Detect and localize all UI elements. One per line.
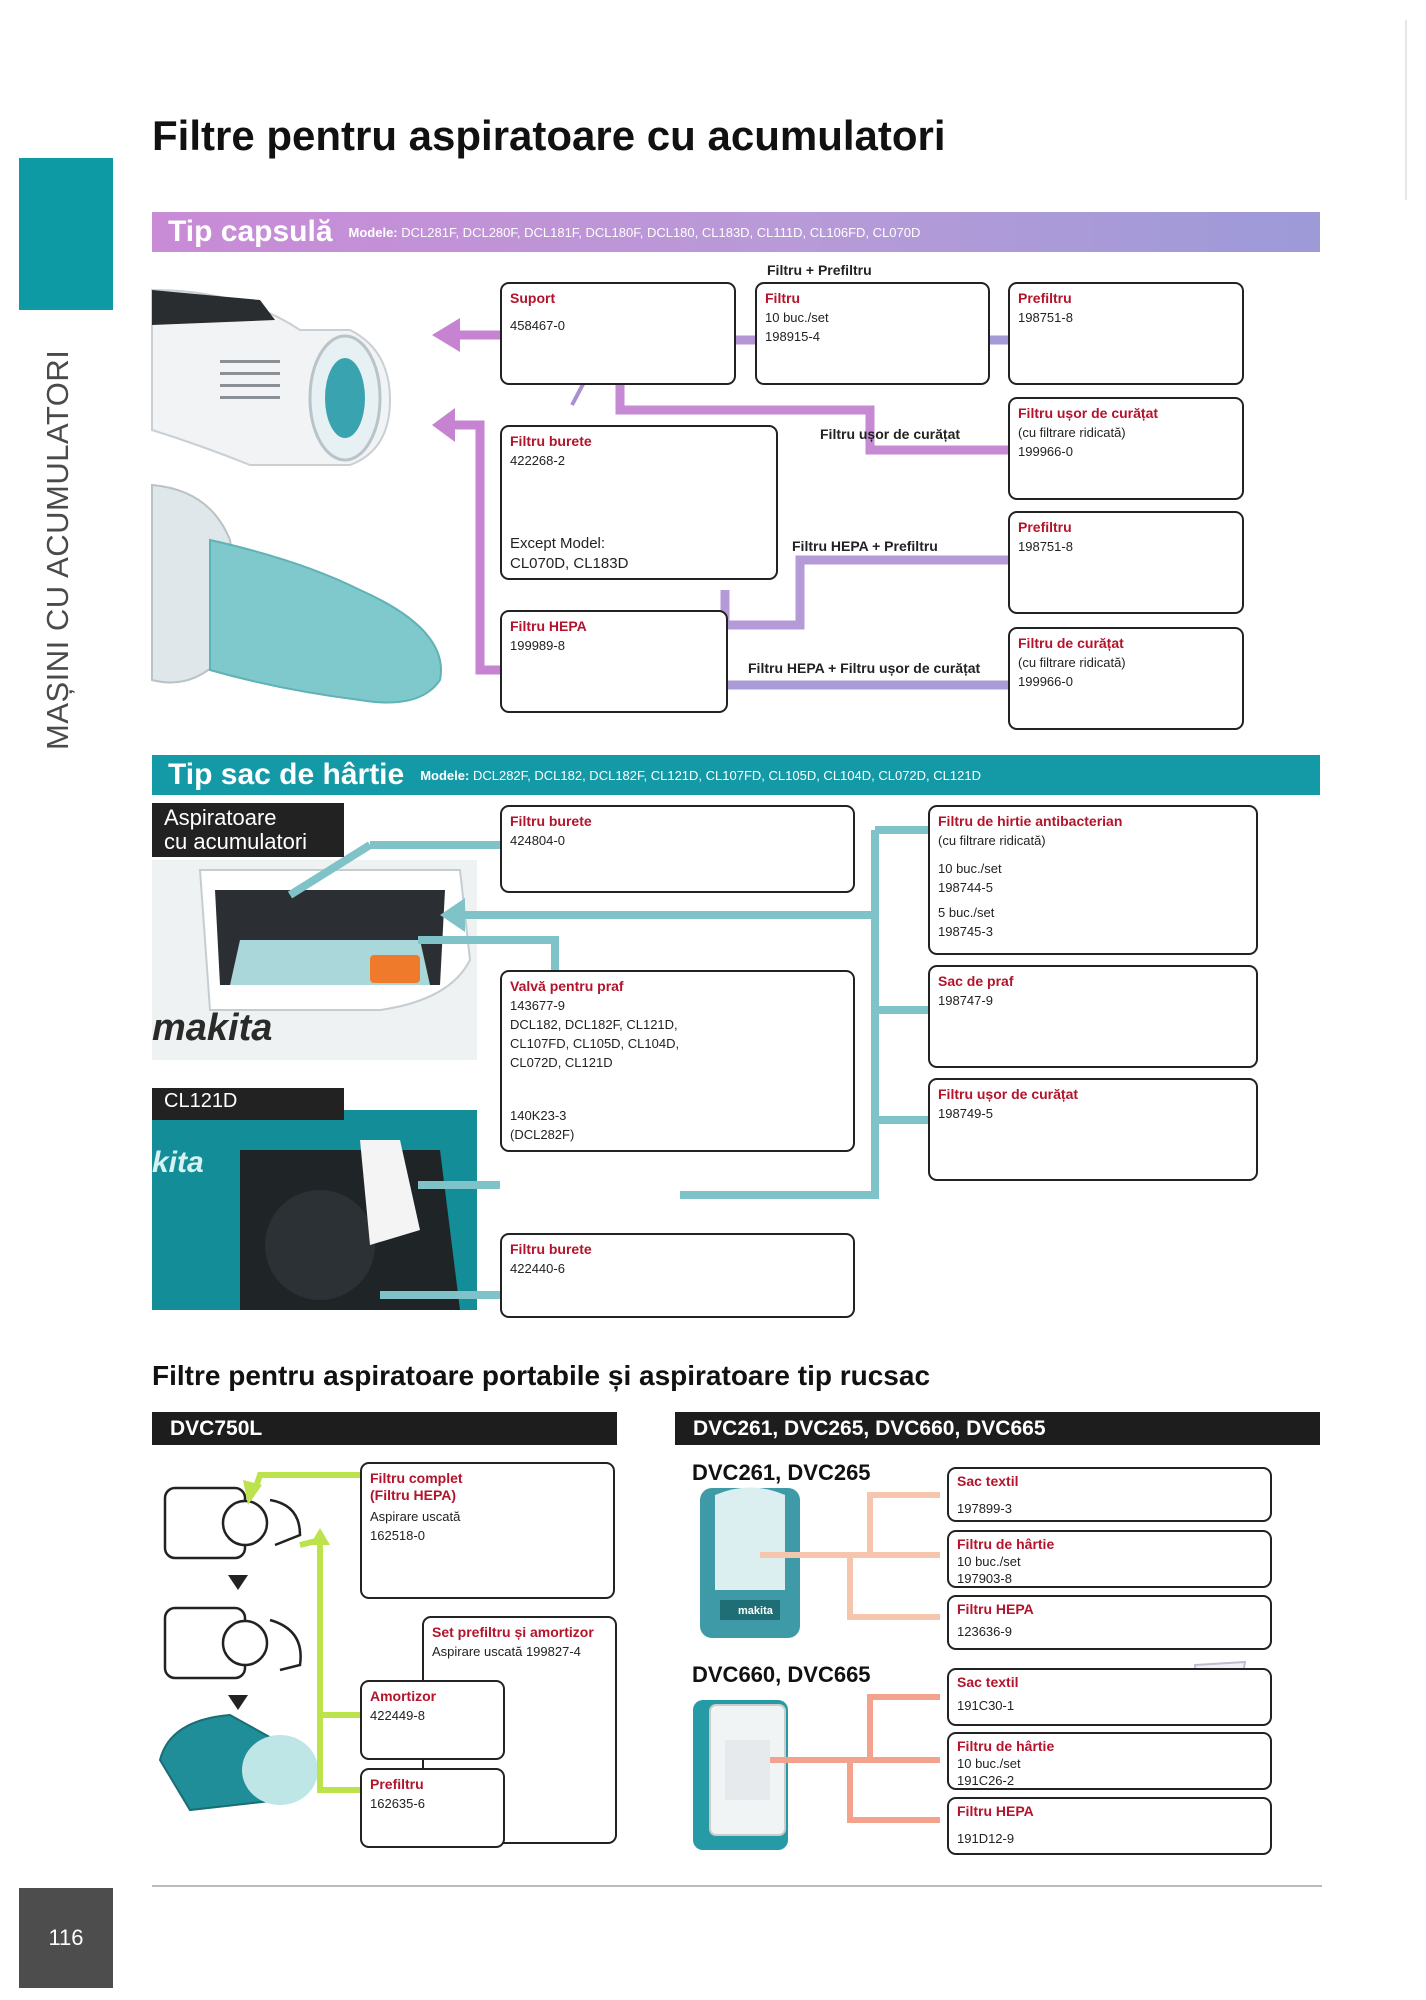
product-filtru-complet: Filtru complet (Filtru HEPA) Aspirare us… <box>360 1462 615 1599</box>
product-suport: Suport 458467-0 <box>500 282 736 385</box>
sac-models: Modele: DCL282F, DCL182, DCL182F, CL121D… <box>420 767 981 783</box>
dvc261-header: DVC261, DVC265, DVC660, DVC665 <box>675 1412 1320 1445</box>
side-tab <box>19 158 113 310</box>
product-amortizor: Amortizor 422449-8 <box>360 1680 505 1760</box>
dvc750-colored <box>158 1713 318 1812</box>
hepa-prefilter-label: Filtru HEPA + Prefiltru <box>792 538 938 554</box>
dvc750-line-drawing <box>163 1486 302 1680</box>
item1-filtru-hartie: Filtru de hârtie 10 buc./set 197903-8 <box>947 1530 1272 1588</box>
brand-text-2: kita <box>152 1146 204 1179</box>
dvc750-header: DVC750L <box>152 1412 617 1445</box>
bottom-rule <box>152 1885 1322 1887</box>
product-prefiltru-2: Prefiltru 198751-8 <box>1008 511 1244 614</box>
vacuum-bottom-illustration <box>151 483 442 704</box>
portable-title: Filtre pentru aspiratoare portabile și a… <box>152 1360 931 1391</box>
item2-filtru-hepa: Filtru HEPA 191D12-9 <box>947 1797 1272 1855</box>
capsule-models: Modele: DCL281F, DCL280F, DCL181F, DCL18… <box>348 224 921 240</box>
item2-filtru-hartie: Filtru de hârtie 10 buc./set 191C26-2 <box>947 1732 1272 1790</box>
dvc261-illustration: makita <box>700 1487 800 1638</box>
product-prefiltru-dvc: Prefiltru 162635-6 <box>360 1768 505 1848</box>
product-sac-praf: Sac de praf 198747-9 <box>928 965 1258 1068</box>
product-curatat: Filtru de curățat (cu filtrare ridicată)… <box>1008 627 1244 730</box>
page-number: 116 <box>19 1888 113 1988</box>
brand-text-1: makita <box>152 1007 272 1049</box>
easy-clean-label: Filtru ușor de curățat <box>820 426 961 442</box>
item1-filtru-hepa: Filtru HEPA 123636-9 <box>947 1595 1272 1650</box>
product-filtru-hepa: Filtru HEPA 199989-8 <box>500 610 728 713</box>
svg-text:makita: makita <box>738 1605 774 1617</box>
product-filtru: Filtru 10 buc./set 198915-4 <box>755 282 990 385</box>
dvc660-illustration <box>693 1700 788 1850</box>
device-top-illustration: makita <box>152 860 477 1060</box>
side-label: MAȘINI CU ACUMULATORI <box>40 349 75 750</box>
device-label-aspiratoare: Aspiratoare cu acumulatori <box>152 803 344 857</box>
device-label-cl121d: CL121D <box>152 1088 344 1120</box>
device-cl121d-illustration: kita <box>152 1110 477 1310</box>
top-rule <box>1405 20 1407 200</box>
capsule-band: Tip capsulă Modele: DCL281F, DCL280F, DC… <box>152 212 1320 252</box>
dvc660-subtitle: DVC660, DVC665 <box>692 1662 871 1687</box>
capsule-title: Tip capsulă <box>168 215 333 248</box>
item1-sac-textil: Sac textil 197899-3 <box>947 1467 1272 1522</box>
filter-prefilter-label: Filtru + Prefiltru <box>767 262 872 278</box>
product-valva: Valvă pentru praf 143677-9 DCL182, DCL18… <box>500 970 855 1152</box>
product-prefiltru-1: Prefiltru 198751-8 <box>1008 282 1244 385</box>
sac-band: Tip sac de hârtie Modele: DCL282F, DCL18… <box>152 755 1320 795</box>
dvc261-subtitle: DVC261, DVC265 <box>692 1460 871 1485</box>
page-title: Filtre pentru aspiratoare cu acumulatori <box>152 112 946 159</box>
sac-title: Tip sac de hârtie <box>168 758 405 791</box>
item2-sac-textil: Sac textil 191C30-1 <box>947 1668 1272 1726</box>
product-sac-burete-1: Filtru burete 424804-0 <box>500 805 855 893</box>
vacuum-top-illustration <box>151 288 392 466</box>
hepa-easy-label: Filtru HEPA + Filtru ușor de curățat <box>748 660 981 676</box>
product-antibac: Filtru de hirtie antibacterian (cu filtr… <box>928 805 1258 955</box>
product-sac-burete-2: Filtru burete 422440-6 <box>500 1233 855 1318</box>
product-usor-curatat: Filtru ușor de curățat 198749-5 <box>928 1078 1258 1181</box>
product-easy-clean-1: Filtru ușor de curățat (cu filtrare ridi… <box>1008 397 1244 500</box>
product-filtru-burete: Filtru burete 422268-2 Except Model: CL0… <box>500 425 778 580</box>
